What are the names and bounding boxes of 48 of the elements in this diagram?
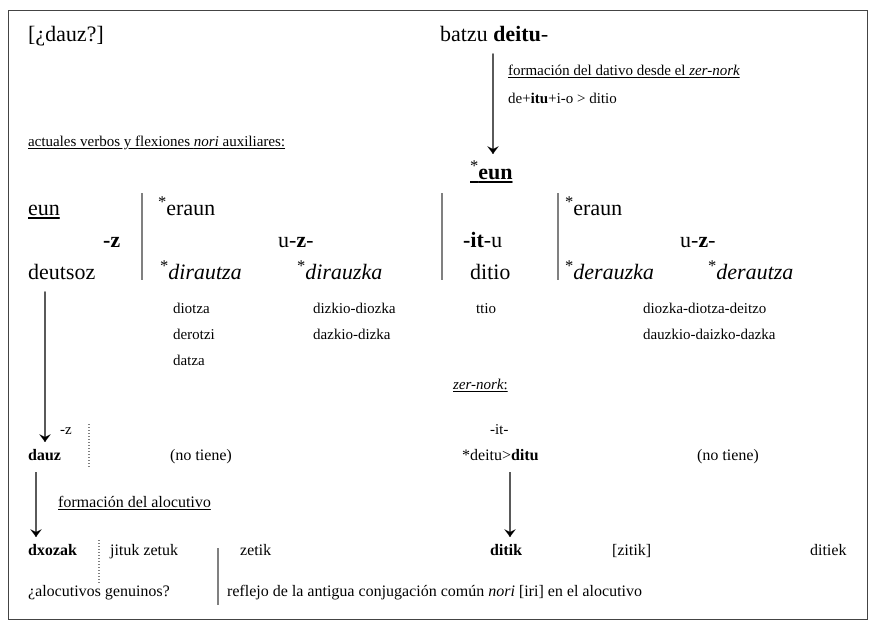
text-label: dizkio-diozka xyxy=(313,300,396,319)
text-label: [¿dauz?] xyxy=(28,20,104,48)
text-label: reflejo de la antigua conjugación común nori [iri] en el alocutivo xyxy=(227,582,642,602)
text-label: zetik xyxy=(240,541,272,561)
text-label: zer-nork: xyxy=(453,376,508,395)
text-label: de+itu+i-o > ditio xyxy=(508,90,617,109)
text-label: eun xyxy=(28,194,60,222)
text-label: $^{*}$dirauzka xyxy=(297,258,382,286)
text-label: -it- xyxy=(490,421,508,440)
text-label: ttio xyxy=(476,300,496,319)
text-label: derotzi xyxy=(173,326,215,345)
text-label: $^{*}$derautza xyxy=(708,258,794,286)
text-label: formación del alocutivo xyxy=(58,493,211,513)
text-label: u-z- xyxy=(680,226,716,254)
arrow xyxy=(39,292,51,442)
text-label: actuales verbos y flexiones nori auxiliares: xyxy=(28,133,286,152)
text-label: $^{*}$eraun xyxy=(565,194,622,222)
text-label: (no tiene) xyxy=(170,446,232,466)
text-label: datza xyxy=(173,352,205,371)
arrow xyxy=(487,54,499,154)
term: dxozak xyxy=(28,541,77,561)
term: $^{*}$eun xyxy=(470,158,512,186)
text-label: -z xyxy=(103,226,120,254)
text-label: $^{*}$eraun xyxy=(158,194,216,222)
arrow xyxy=(504,472,516,537)
text-label: ditio xyxy=(470,258,510,286)
text-label: dauzkio-daizko-dazka xyxy=(643,326,776,345)
text-label: u-z- xyxy=(278,226,314,254)
term: batzu deitu- xyxy=(440,20,548,48)
text-label: -z xyxy=(60,421,72,440)
text-label: dazkio-dizka xyxy=(313,326,390,345)
term: ditik xyxy=(490,541,522,561)
text-label: ditiek xyxy=(810,541,846,561)
term: ditu xyxy=(511,446,539,466)
text-label: formación del dativo desde el zer-nork xyxy=(508,62,740,81)
text-label: [zitik] xyxy=(612,541,652,561)
arrow xyxy=(30,472,42,537)
term: dauz xyxy=(28,446,61,466)
text-label: $^{*}$dirautza xyxy=(160,258,242,286)
text-label: diozka-diotza-deitzo xyxy=(643,300,766,319)
text-label: diotza xyxy=(173,300,210,319)
text-label: -it-u xyxy=(463,226,502,254)
text-label: ¿alocutivos genuinos? xyxy=(28,582,170,602)
text-label: *deitu> xyxy=(462,446,511,466)
text-label: (no tiene) xyxy=(697,446,759,466)
text-label: jituk zetuk xyxy=(110,541,178,561)
term: deutsoz xyxy=(28,258,96,286)
text-label: $^{*}$derauzka xyxy=(565,258,654,286)
